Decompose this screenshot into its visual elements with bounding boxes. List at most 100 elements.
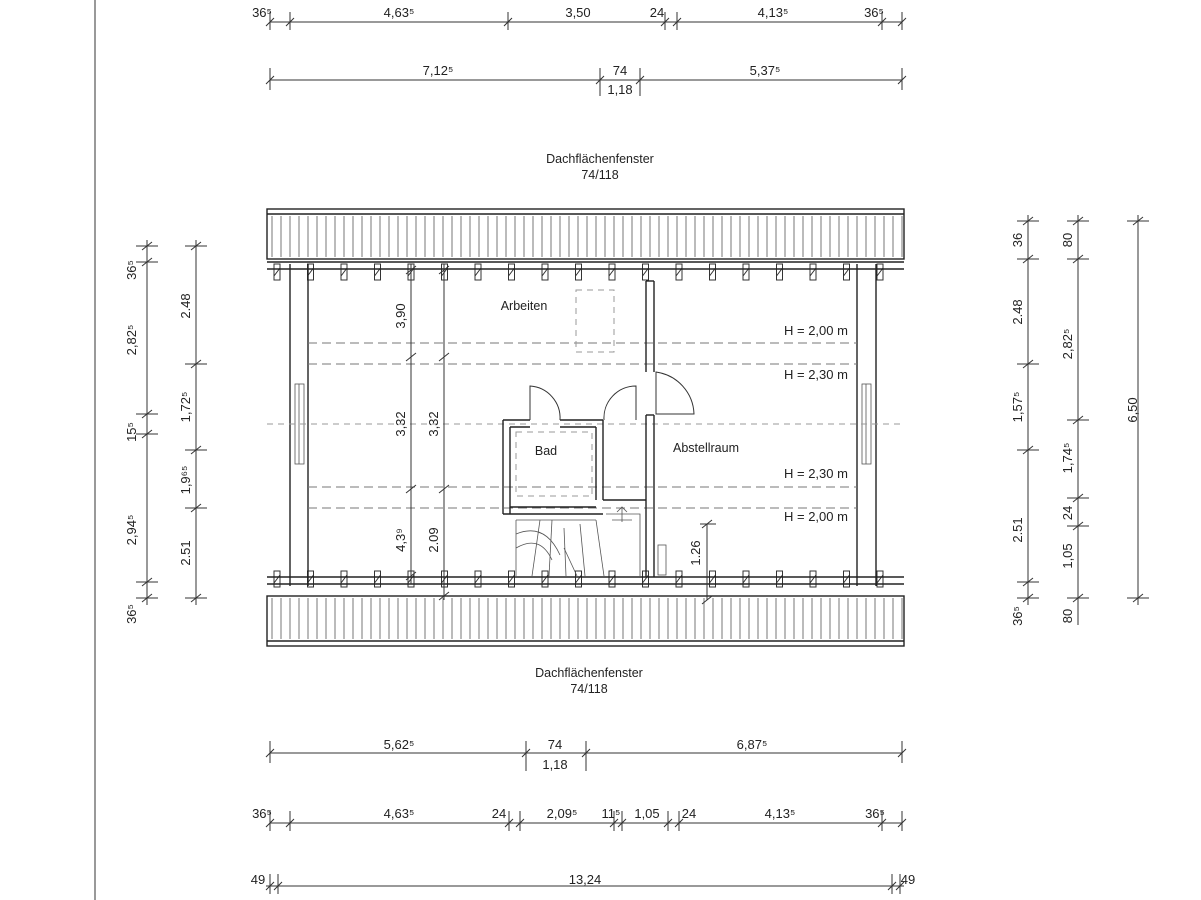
rafter xyxy=(575,263,582,281)
rafter-mark xyxy=(374,574,381,584)
rafter-mark xyxy=(876,574,884,584)
roof-strip-bottom xyxy=(266,595,905,647)
rafter-mark xyxy=(340,574,348,584)
rafter-mark xyxy=(675,574,683,584)
rafter xyxy=(843,570,850,588)
rafter xyxy=(709,263,716,281)
dim-text: 2.51 xyxy=(178,540,193,565)
rafter xyxy=(742,570,750,588)
dim-text: 1,18 xyxy=(542,757,567,772)
dim-text: 2.48 xyxy=(1010,299,1025,324)
rafter xyxy=(809,570,817,588)
dim-text: 74 xyxy=(548,737,562,752)
dim-text: 3,32 xyxy=(393,411,408,436)
rafter-mark xyxy=(809,574,817,584)
dim-text: 6,50 xyxy=(1125,397,1140,422)
rafter-row-top xyxy=(273,263,884,281)
dim-text: 2.09 xyxy=(426,527,441,552)
dim-text: 1.26 xyxy=(688,540,703,565)
left-dimension-chain-outer xyxy=(136,240,158,605)
dim-text: 80 xyxy=(1060,233,1075,247)
window-title-top: Dachflächenfenster xyxy=(546,152,654,166)
height-label: H = 2,00 m xyxy=(784,323,848,338)
room-label-abstellraum: Abstellraum xyxy=(673,441,739,455)
rafter xyxy=(374,263,381,281)
window-size-top: 74/118 xyxy=(581,168,618,182)
rafter-mark xyxy=(709,574,716,584)
rafter xyxy=(809,263,817,281)
dim-text: 3,90 xyxy=(393,303,408,328)
roof-strip-top xyxy=(266,208,905,260)
top-dimension-chain-2: 7,12⁵ 74 1,18 5,37⁵ xyxy=(265,63,907,97)
height-label: H = 2,00 m xyxy=(784,509,848,524)
dim-text: 1,18 xyxy=(607,82,632,97)
dim-text: 24 xyxy=(682,806,696,821)
dim-text: 4,13⁵ xyxy=(758,5,789,20)
staircase xyxy=(515,506,667,577)
rafter xyxy=(675,263,683,281)
height-label: H = 2,30 m xyxy=(784,367,848,382)
rafter xyxy=(709,570,716,588)
dim-text: 5,37⁵ xyxy=(750,63,781,78)
dim-text: 36⁵ xyxy=(864,5,884,20)
dim-text: 6,87⁵ xyxy=(737,737,768,752)
dim-text: 3,50 xyxy=(565,5,590,20)
rafter xyxy=(876,570,884,588)
dim-text: 49 xyxy=(251,872,265,887)
dim-text: 4,63⁵ xyxy=(384,5,415,20)
dim-text: 36⁵ xyxy=(865,806,885,821)
dim-text: 1,05 xyxy=(634,806,659,821)
dim-text: 4,3⁹ xyxy=(393,528,408,552)
rafter-mark xyxy=(273,574,281,584)
rafter xyxy=(575,570,582,588)
dim-text: 2,09⁵ xyxy=(547,806,578,821)
bath-fixture xyxy=(515,431,593,497)
rafter xyxy=(508,263,515,281)
dim-text: 2.48 xyxy=(178,293,193,318)
rafter xyxy=(508,570,515,588)
top-dimension-chain-1: 36⁵ 4,63⁵ 3,50 24 4,13⁵ 36⁵ xyxy=(252,5,907,30)
dim-text: 1,9⁶⁵ xyxy=(178,466,193,495)
dim-text: 24 xyxy=(650,5,664,20)
dim-text: 2,94⁵ xyxy=(124,515,139,546)
rafter-mark xyxy=(508,574,515,584)
rafter-mark xyxy=(608,574,616,584)
dim-text: 15⁵ xyxy=(124,422,139,442)
bottom-dimension-chain-2: 36⁵ 4,63⁵ 24 2,09⁵ 11⁵ 1,05 24 4,13⁵ 36⁵ xyxy=(252,806,907,831)
rafter-mark xyxy=(776,574,783,584)
window-size-bottom: 74/118 xyxy=(570,682,607,696)
outer-walls xyxy=(267,261,904,586)
dim-text: 7,12⁵ xyxy=(423,63,454,78)
dim-text: 36⁵ xyxy=(252,5,272,20)
rafter xyxy=(876,263,884,281)
rafter xyxy=(608,263,616,281)
rafter-mark xyxy=(742,574,750,584)
bottom-dimension-chain-1: 5,62⁵ 74 1,18 6,87⁵ xyxy=(265,737,907,772)
dim-text: 3,32 xyxy=(426,411,441,436)
dim-text: 2.51 xyxy=(1010,517,1025,542)
height-lines xyxy=(267,342,904,509)
dim-text: 36⁵ xyxy=(252,806,272,821)
right-dimension-total xyxy=(1127,215,1149,605)
rafter xyxy=(541,570,549,588)
dim-text: 1,72⁵ xyxy=(178,392,193,423)
rafter xyxy=(776,570,783,588)
rafter xyxy=(776,263,783,281)
rafter xyxy=(843,263,850,281)
rafter xyxy=(541,263,549,281)
window-title-bottom: Dachflächenfenster xyxy=(535,666,643,680)
left-dimension-chain-inner xyxy=(185,240,207,605)
dim-text: 24 xyxy=(492,806,506,821)
room-label-arbeiten: Arbeiten xyxy=(501,299,548,313)
dim-text: 36⁵ xyxy=(1010,606,1025,626)
dim-text: 1,57⁵ xyxy=(1010,392,1025,423)
dim-text: 4,13⁵ xyxy=(765,806,796,821)
rafter xyxy=(273,570,281,588)
dim-text: 36⁵ xyxy=(124,604,139,624)
right-dimension-chain-2 xyxy=(1067,215,1089,625)
inner-dimension-lines xyxy=(405,264,716,605)
dim-text: 11⁵ xyxy=(602,806,621,821)
dim-text: 36⁵ xyxy=(124,260,139,280)
rafter xyxy=(474,570,482,588)
